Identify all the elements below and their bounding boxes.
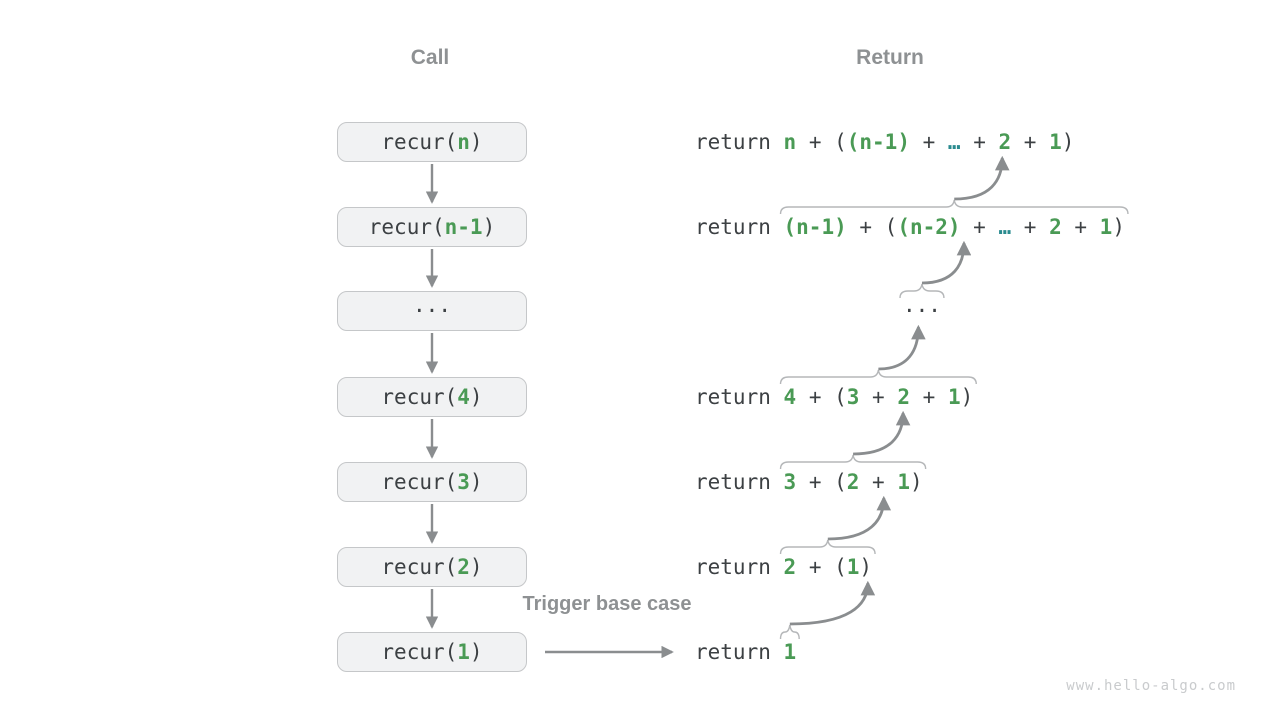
code-segment: ) [469,385,483,409]
code-segment: 2 [783,555,797,579]
code-segment: + ( [796,385,847,409]
code-segment: 4 [783,385,797,409]
call-box-ellipsis: ··· [337,291,527,331]
return-arrow [878,324,926,371]
return-arrow [954,155,1010,201]
code-segment: + [1011,215,1050,239]
call-box-recur-n-1: recur(n-1) [337,207,527,247]
code-segment: n [457,130,470,154]
code-segment: + ( [796,470,847,494]
return-arrow [827,495,892,541]
code-segment: ) [482,215,496,239]
code-segment: … [998,215,1012,239]
call-box-recur-2: recur(2) [337,547,527,587]
code-segment: 3 [457,470,470,494]
trigger-base-case-label: Trigger base case [522,593,692,615]
return-arrow [921,240,972,285]
return-line-n: return n + ((n-1) + … + 2 + 1) [695,122,1074,162]
call-box-recur-4: recur(4) [337,377,527,417]
code-segment: ) [1061,130,1075,154]
code-segment: return [695,130,784,154]
code-segment: 1 [947,385,961,409]
code-segment: + [910,385,948,409]
call-column-header: Call [410,46,450,69]
code-segment: 2 [1049,215,1062,239]
code-segment: 4 [457,385,470,409]
code-segment: recur( [381,555,458,579]
code-segment: n [783,130,797,154]
code-segment: + [1061,215,1100,239]
code-segment: (n-1) [846,130,910,154]
return-arrow [853,410,911,456]
code-segment: ··· [413,299,451,323]
return-line-2: return 2 + (1) [695,547,872,587]
code-segment: + [859,470,898,494]
code-segment: 2 [897,385,910,409]
return-arrow [789,580,876,626]
code-segment: … [947,130,961,154]
code-segment: ) [469,640,483,664]
code-segment: recur( [381,470,458,494]
code-segment: ) [859,555,873,579]
call-box-recur-3: recur(3) [337,462,527,502]
code-segment: + [1011,130,1050,154]
code-segment: return [695,470,784,494]
code-segment: ··· [903,299,941,323]
call-box-recur-1: recur(1) [337,632,527,672]
code-segment: 2 [998,130,1012,154]
code-segment: 1 [1099,215,1113,239]
code-segment: ) [469,555,483,579]
code-segment: 3 [846,385,860,409]
return-column-header: Return [856,46,924,69]
code-segment: recur( [368,215,445,239]
return-line-4: return 4 + (3 + 2 + 1) [695,377,973,417]
watermark-url: www.hello-algo.com [1066,678,1236,694]
return-line-3: return 3 + (2 + 1) [695,462,923,502]
code-segment: 2 [846,470,860,494]
code-segment: + [909,130,948,154]
code-segment: recur( [381,130,458,154]
code-segment: 1 [846,555,860,579]
code-segment: return [695,555,784,579]
code-segment: (n-2) [897,215,961,239]
code-segment: 1 [783,640,797,664]
code-segment: n-1 [444,215,483,239]
code-segment: + ( [796,555,847,579]
code-segment: 3 [783,470,797,494]
code-segment: 1 [1049,130,1062,154]
code-segment: return [695,385,784,409]
return-line-1: return 1 [695,632,796,672]
code-segment: (n-1) [783,215,847,239]
code-segment: recur( [381,640,458,664]
code-segment: + [960,215,999,239]
code-segment: + [960,130,999,154]
code-segment: 1 [457,640,470,664]
code-segment: ) [960,385,974,409]
call-box-recur-n: recur(n) [337,122,527,162]
code-segment: recur( [381,385,458,409]
code-segment: + [859,385,898,409]
code-segment: + ( [796,130,847,154]
code-segment: ) [469,470,483,494]
code-segment: 1 [897,470,910,494]
code-segment: ) [910,470,923,494]
code-segment: + ( [846,215,898,239]
code-segment: return [695,640,784,664]
code-segment: 2 [457,555,470,579]
return-line-n-1: return (n-1) + ((n-2) + … + 2 + 1) [695,207,1125,247]
code-segment: return [695,215,784,239]
code-segment: ) [1112,215,1125,239]
code-segment: ) [469,130,483,154]
return-line-ellipsis: ··· [903,291,941,331]
